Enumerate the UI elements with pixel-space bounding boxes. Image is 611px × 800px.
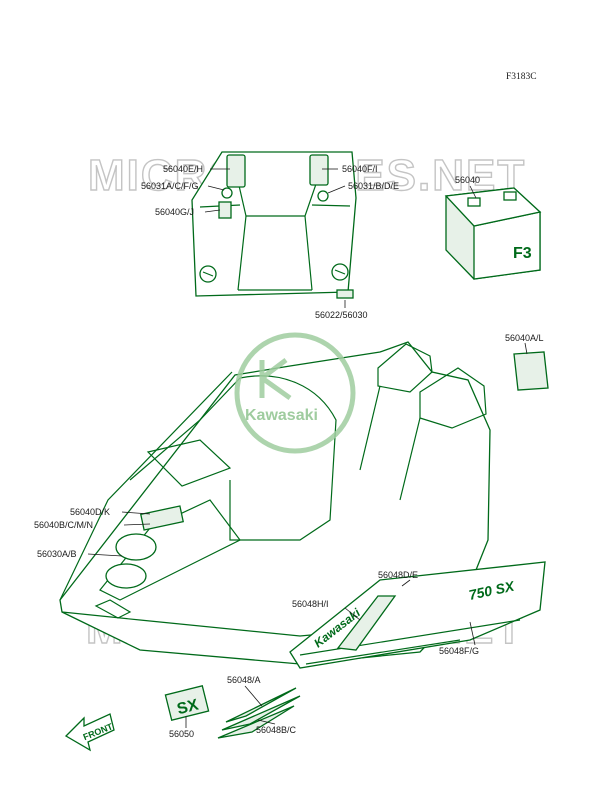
label-56048-A: 56048/A: [227, 675, 261, 685]
label-56050: 56050: [169, 729, 194, 739]
decal-56040D-K: [140, 505, 184, 531]
label-56048B-C: 56048B/C: [256, 725, 297, 735]
side-decal: Kawasaki 750 SX: [289, 561, 546, 669]
label-56040D-K: 56040D/K: [70, 507, 110, 517]
label-56040F-I: 56040F/I: [342, 164, 378, 174]
decal-56040A-L: [513, 351, 549, 391]
label-56048D-E: 56048D/E: [378, 570, 418, 580]
sx-text: SX: [175, 697, 200, 719]
label-56031-B-D-E: 56031/B/D/E: [348, 181, 399, 191]
label-56040G-J: 56040G/J: [155, 207, 194, 217]
battery-marking: F3: [513, 245, 532, 262]
logo-text: Kawasaki: [245, 407, 318, 424]
label-56048F-G: 56048F/G: [439, 646, 479, 656]
decal-56040G-J: [218, 201, 232, 219]
decal-56022-56030: [336, 289, 354, 299]
label-56022-56030: 56022/56030: [315, 310, 368, 320]
decal-56040F-I: [309, 154, 329, 186]
label-56030A-B: 56030A/B: [37, 549, 77, 559]
figure-id: F3183C: [506, 72, 537, 82]
label-56040: 56040: [455, 175, 480, 185]
label-56048H-I: 56048H/I: [292, 599, 329, 609]
label-56031A-C-F-G: 56031A/C/F/G: [141, 181, 199, 191]
label-56040E-H: 56040E/H: [163, 164, 203, 174]
front-arrow-icon: FRONT: [64, 713, 115, 752]
sx-emblem: SX: [164, 685, 210, 721]
leader-lines: [87, 168, 528, 728]
handle-pole-cover: [191, 151, 357, 299]
kawasaki-logo-watermark: Kawasaki: [234, 332, 356, 454]
label-56040A-L: 56040A/L: [505, 333, 544, 343]
battery: F3: [444, 187, 542, 280]
label-56040B-C-M-N: 56040B/C/M/N: [34, 520, 93, 530]
decal-56040E-H: [226, 154, 246, 188]
